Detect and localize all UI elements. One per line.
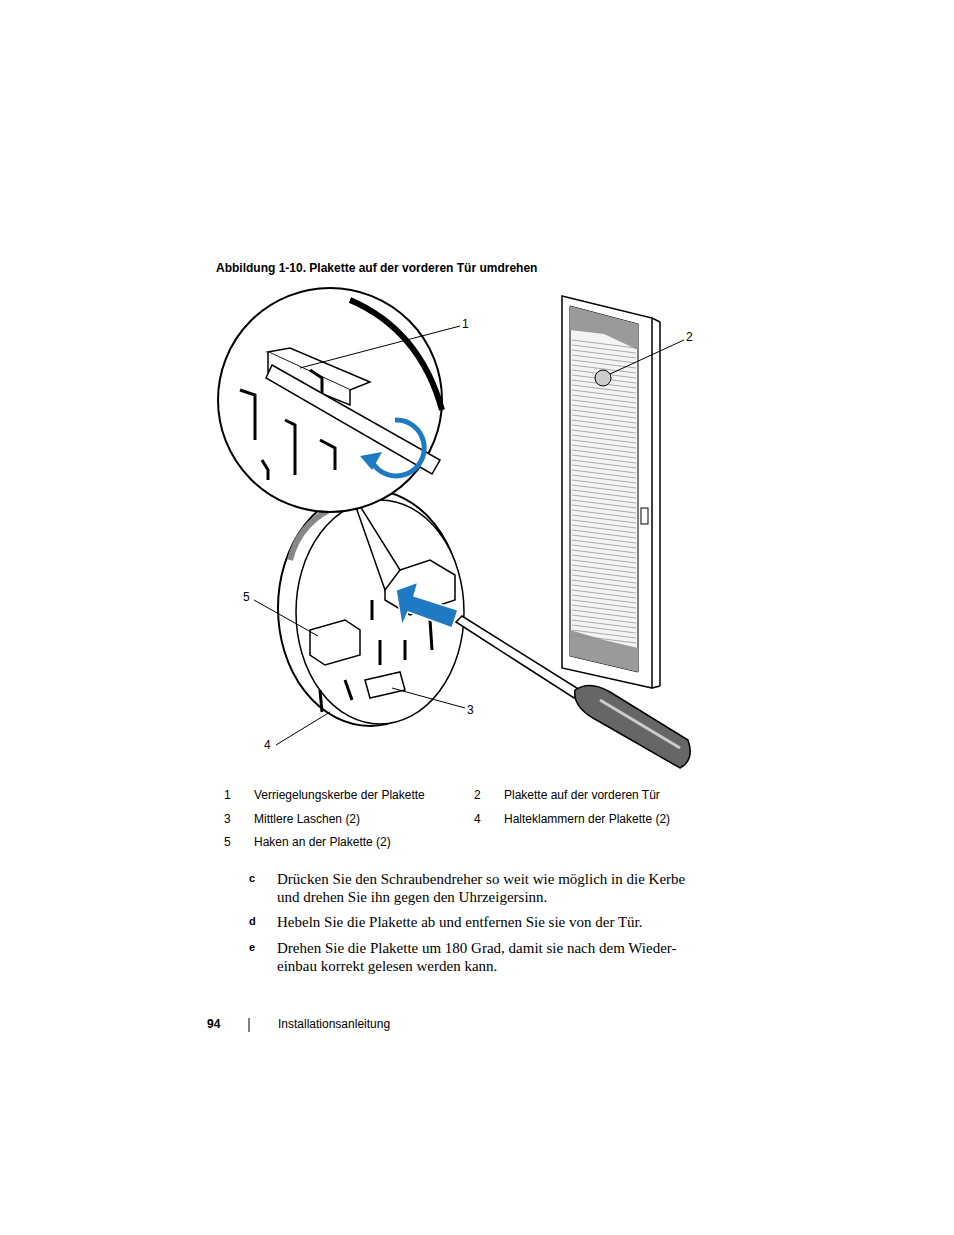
door-stripe: [572, 630, 636, 638]
step-text: Hebeln Sie die Plakette ab und entfernen…: [277, 913, 702, 931]
badge-drawing: [278, 490, 464, 726]
legend-number: 2: [474, 788, 481, 802]
door-stripe: [572, 625, 636, 633]
door-stripe: [572, 545, 636, 553]
door-stripe: [572, 500, 636, 508]
door-stripe: [572, 505, 636, 513]
step-letter: d: [249, 915, 256, 927]
door-stripe: [572, 390, 636, 398]
door-stripe: [572, 435, 636, 443]
door-stripe: [572, 565, 636, 573]
door-stripe: [572, 485, 636, 493]
screwdriver-drawing: [456, 616, 690, 768]
door-stripe: [572, 525, 636, 533]
door-stripe: [572, 510, 636, 518]
door-stripe: [572, 425, 636, 433]
legend-text: Plakette auf der vorderen Tür: [504, 788, 660, 802]
door-stripe: [572, 540, 636, 548]
door-stripe: [572, 490, 636, 498]
door-stripe: [572, 475, 636, 483]
footer-text: Installationsanleitung: [278, 1017, 390, 1031]
door-stripe: [572, 470, 636, 478]
door-stripe: [572, 560, 636, 568]
door-stripe: [572, 605, 636, 613]
door-stripe: [572, 345, 636, 353]
door-stripe: [572, 600, 636, 608]
door-stripe: [572, 415, 636, 423]
push-arrow: [396, 582, 458, 628]
zoom-drawing: [218, 288, 442, 590]
callout-number: 4: [264, 738, 271, 752]
door-stripe: [572, 550, 636, 558]
legend-text: Verriegelungskerbe der Plakette: [254, 788, 425, 802]
door-stripe: [572, 450, 636, 458]
door-stripe: [572, 455, 636, 463]
legend-number: 4: [474, 812, 481, 826]
door-stripe: [572, 350, 636, 358]
legend-text: Mittlere Laschen (2): [254, 812, 360, 826]
callout-number: 2: [686, 330, 693, 344]
step-letter: e: [249, 941, 255, 953]
door-stripe: [572, 445, 636, 453]
step-letter: c: [249, 872, 255, 884]
step-text: Drücken Sie den Schraubendreher so weit …: [277, 870, 702, 906]
leader-lines: [254, 326, 684, 745]
door-stripe: [572, 570, 636, 578]
door-stripe: [572, 515, 636, 523]
callout-number: 5: [243, 590, 250, 604]
door-stripe: [572, 620, 636, 628]
door-drawing: [562, 296, 660, 688]
door-stripe: [572, 575, 636, 583]
door-stripe: [572, 635, 636, 643]
callout-number: 3: [467, 703, 474, 717]
door-stripe: [572, 395, 636, 403]
door-stripe: [572, 405, 636, 413]
legend-text: Haken an der Plakette (2): [254, 835, 391, 849]
figure-title: Abbildung 1-10. Plakette auf der vordere…: [216, 261, 537, 275]
door-stripe: [572, 530, 636, 538]
page-number: 94: [207, 1017, 220, 1031]
door-stripe: [572, 520, 636, 528]
callout-number: 1: [462, 317, 469, 331]
legend-text: Halteklammern der Plakette (2): [504, 812, 670, 826]
legend-number: 5: [224, 835, 231, 849]
door-stripe: [572, 555, 636, 563]
door-stripe: [572, 340, 636, 348]
door-stripe: [572, 535, 636, 543]
door-stripe: [572, 465, 636, 473]
door-stripe: [572, 580, 636, 588]
door-stripe: [572, 460, 636, 468]
door-stripe: [572, 615, 636, 623]
door-stripe: [572, 590, 636, 598]
door-stripe: [572, 610, 636, 618]
door-stripe: [572, 495, 636, 503]
footer-separator: [249, 1018, 250, 1032]
door-stripe: [572, 585, 636, 593]
legend-number: 1: [224, 788, 231, 802]
door-stripe: [572, 355, 636, 363]
step-text: Drehen Sie die Plakette um 180 Grad, dam…: [277, 939, 702, 975]
door-stripe: [572, 480, 636, 488]
door-stripe: [572, 430, 636, 438]
door-stripe: [572, 400, 636, 408]
door-stripe: [572, 595, 636, 603]
door-stripe: [572, 440, 636, 448]
legend-number: 3: [224, 812, 231, 826]
door-stripe: [572, 420, 636, 428]
door-stripe: [572, 410, 636, 418]
